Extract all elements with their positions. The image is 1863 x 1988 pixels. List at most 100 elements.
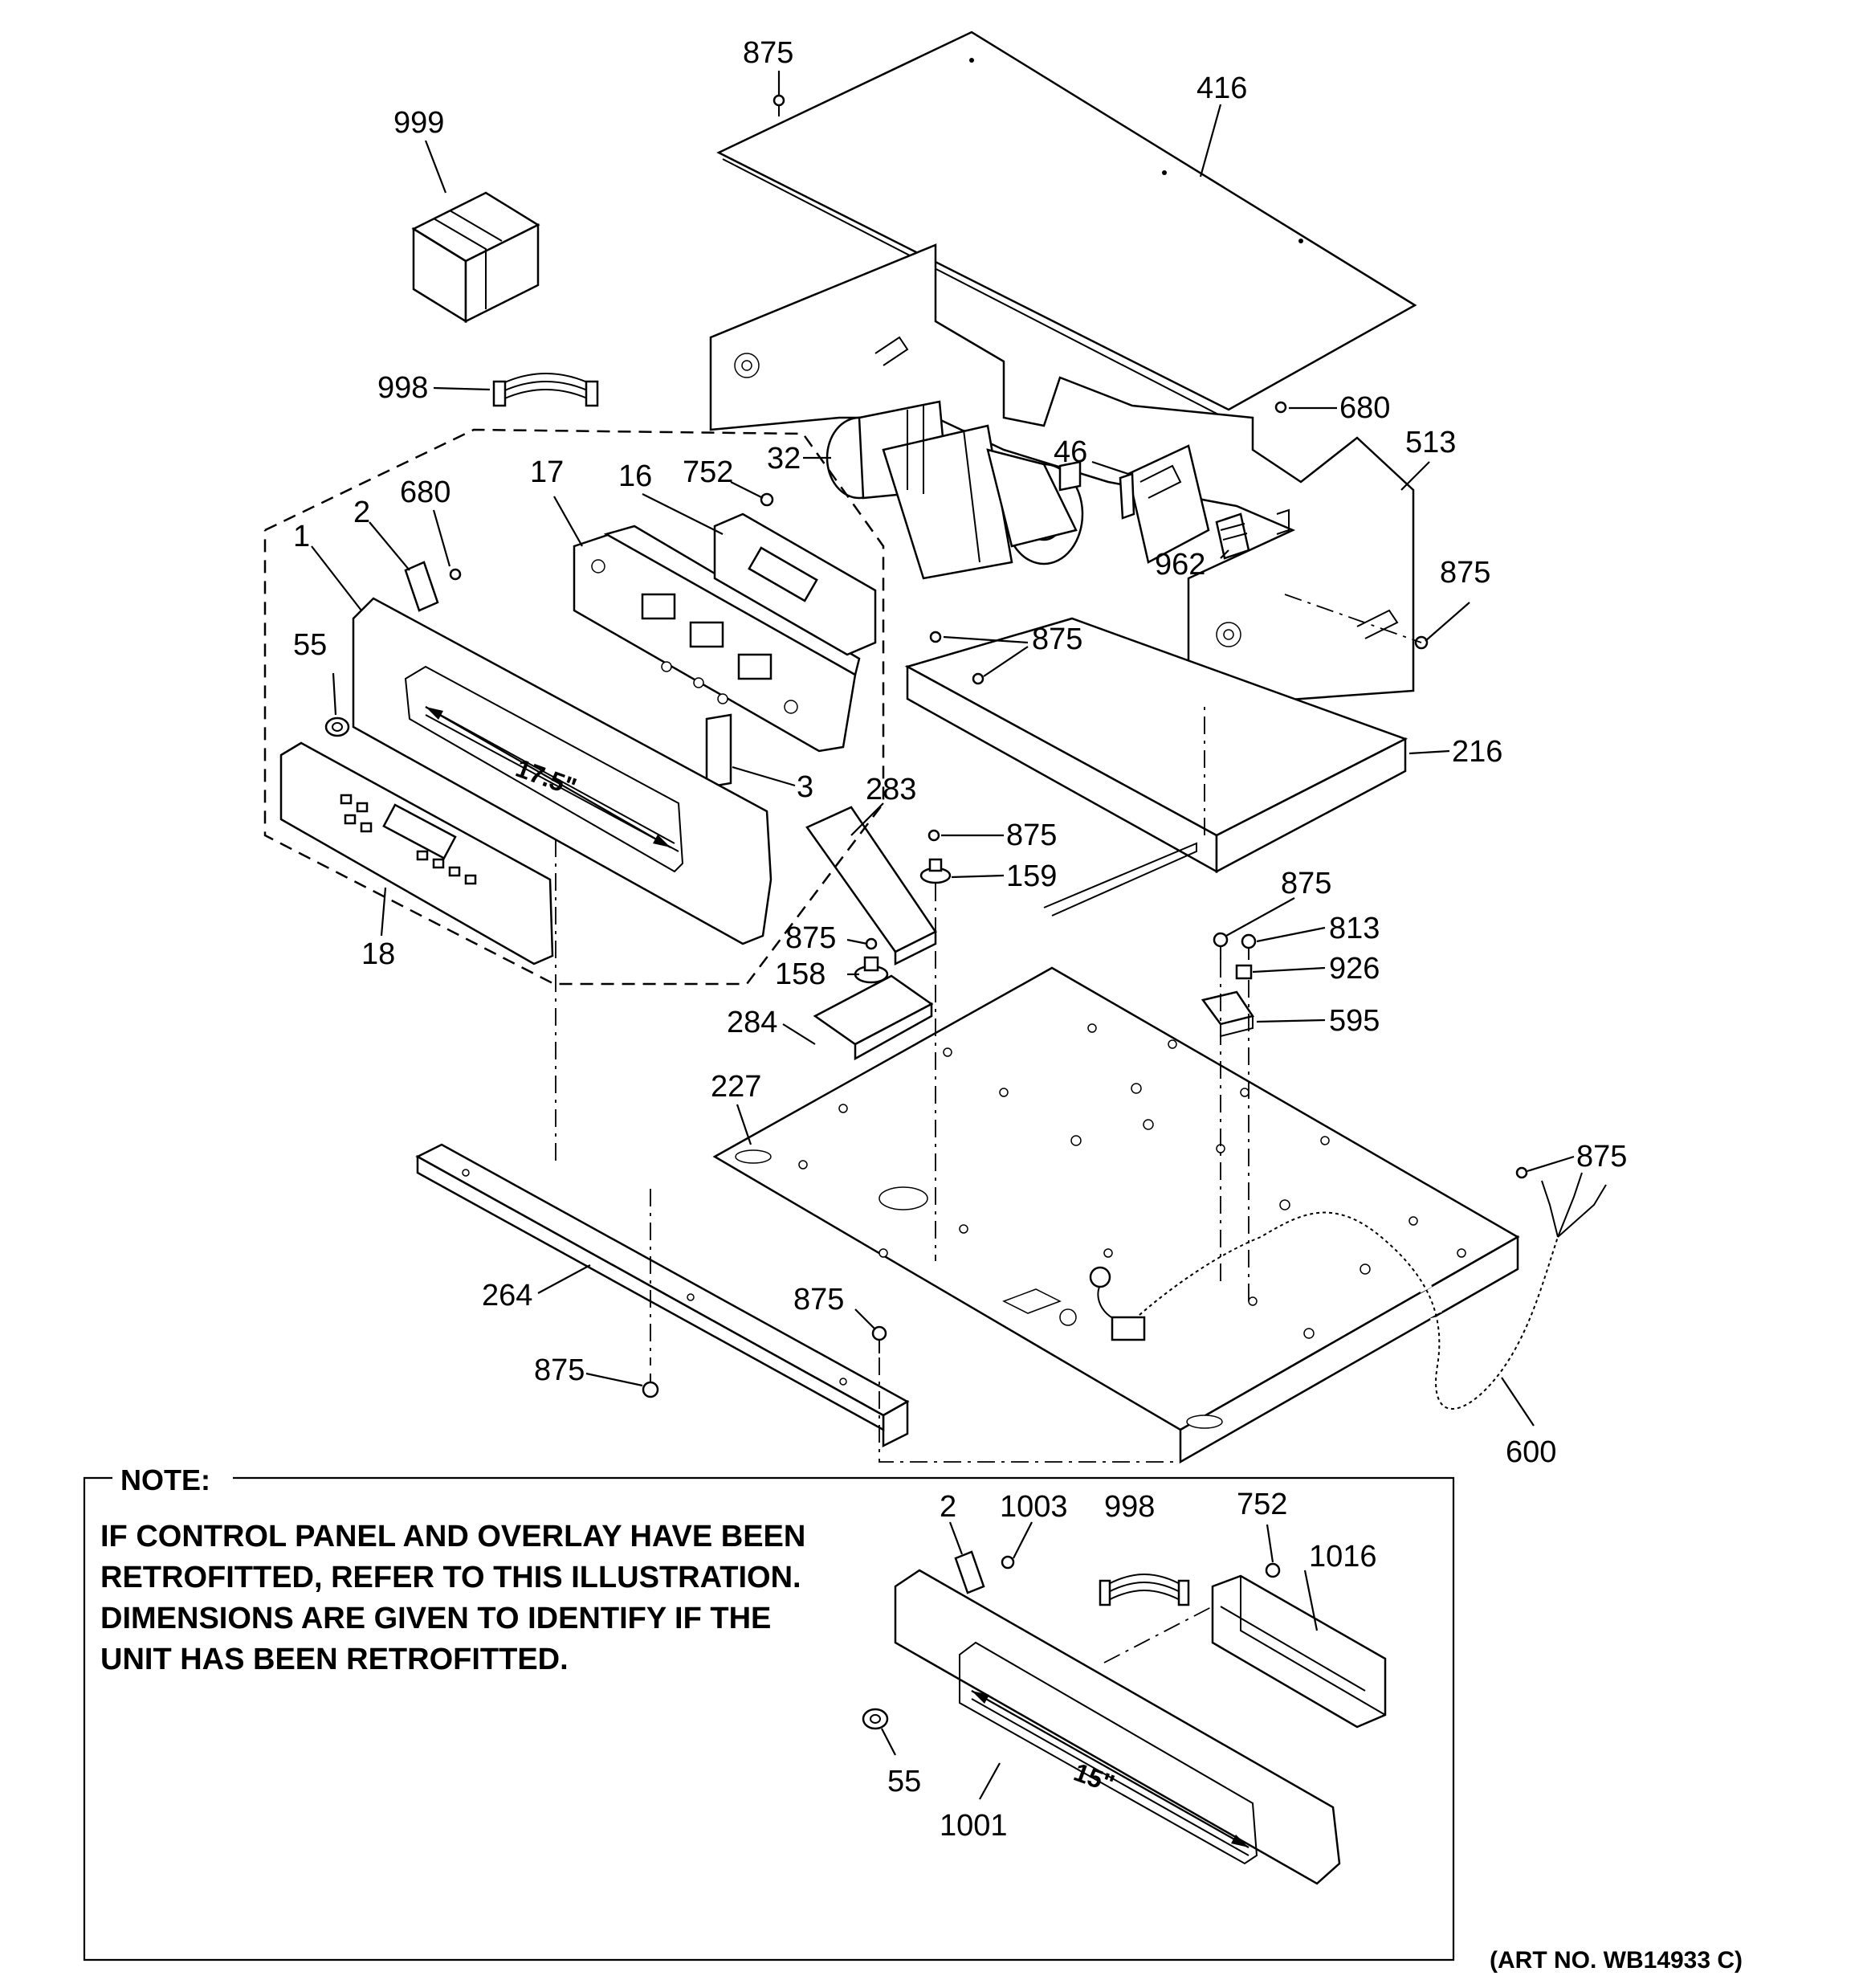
screw-875-mid-b — [972, 672, 984, 685]
thermostat-158 — [854, 956, 889, 984]
label-264: 264 — [482, 1279, 532, 1312]
label-retrofit-752: 752 — [1237, 1488, 1287, 1521]
label-1: 1 — [293, 520, 310, 553]
label-retrofit-1001: 1001 — [940, 1809, 1008, 1843]
label-875-right: 875 — [1440, 556, 1490, 590]
retrofit-grommet-55 — [862, 1708, 889, 1730]
leader-lines — [311, 71, 1575, 1427]
label-875-mid: 875 — [1032, 623, 1082, 656]
bracket-2 — [404, 561, 439, 612]
label-416: 416 — [1196, 71, 1247, 105]
screw-680-right — [1274, 401, 1287, 414]
align-line-h — [879, 1357, 1180, 1463]
label-926: 926 — [1329, 952, 1380, 986]
label-16: 16 — [618, 459, 652, 493]
top-panel-416 — [716, 31, 1417, 418]
control-panel-1 — [352, 597, 773, 945]
thermostat-159 — [919, 858, 952, 884]
screw-680-left — [449, 568, 462, 581]
connector-962 — [1215, 512, 1250, 560]
label-2: 2 — [353, 496, 370, 529]
screw-875-158 — [865, 937, 878, 950]
note-line-4: UNIT HAS BEEN RETROFITTED. — [100, 1643, 569, 1676]
note-line-1: IF CONTROL PANEL AND OVERLAY HAVE BEEN — [100, 1520, 805, 1553]
dimension-main-panel — [425, 706, 671, 848]
label-875-bracket: 875 — [793, 1283, 844, 1316]
retrofit-bracket-2 — [954, 1550, 985, 1594]
note-line-2: RETROFITTED, REFER TO THIS ILLUSTRATION. — [100, 1561, 801, 1594]
note-line-3: DIMENSIONS ARE GIVEN TO IDENTIFY IF THE — [100, 1602, 771, 1635]
align-line-g — [1284, 594, 1422, 643]
parts-box-999 — [411, 191, 540, 324]
label-875-bottom: 875 — [534, 1353, 585, 1387]
label-retrofit-55: 55 — [887, 1765, 921, 1798]
label-680-right: 680 — [1339, 391, 1390, 425]
control-board-17 — [573, 525, 861, 753]
relay-board-46 — [1119, 444, 1210, 564]
retrofit-leaders — [881, 1521, 1319, 1800]
label-18: 18 — [361, 937, 395, 971]
label-32: 32 — [767, 442, 801, 476]
label-227: 227 — [711, 1070, 761, 1104]
label-875-159: 875 — [1006, 818, 1057, 852]
label-600: 600 — [1506, 1435, 1556, 1469]
screw-875-813-a — [1213, 932, 1229, 960]
label-962: 962 — [1155, 548, 1205, 582]
label-3: 3 — [797, 770, 813, 804]
label-retrofit-1003: 1003 — [1000, 1490, 1068, 1524]
nut-926 — [1235, 964, 1253, 980]
label-998: 998 — [377, 371, 428, 405]
label-retrofit-998: 998 — [1104, 1490, 1155, 1524]
label-216: 216 — [1452, 735, 1502, 769]
label-752: 752 — [683, 455, 733, 489]
label-17: 17 — [530, 455, 564, 489]
retrofit-align-line — [1103, 1606, 1213, 1663]
label-55: 55 — [293, 628, 327, 662]
clamp-595 — [1201, 990, 1255, 1038]
wire-harness-600 — [1089, 1172, 1607, 1415]
screw-813 — [1241, 933, 1257, 960]
label-595: 595 — [1329, 1004, 1380, 1038]
label-retrofit-1016: 1016 — [1309, 1540, 1377, 1574]
blower-assembly-32 — [826, 400, 1084, 580]
retrofit-screw-752 — [1265, 1562, 1281, 1578]
label-875-lowright: 875 — [1576, 1140, 1627, 1174]
label-158: 158 — [775, 957, 826, 991]
shelf-216 — [904, 617, 1408, 916]
label-284: 284 — [727, 1006, 777, 1039]
screw-875-lowright — [1515, 1166, 1528, 1179]
side-frame-513 — [709, 243, 1415, 708]
label-retrofit-2: 2 — [940, 1490, 956, 1524]
label-999: 999 — [393, 106, 444, 140]
grommet-55 — [324, 716, 350, 737]
screw-875-bracket — [871, 1325, 887, 1353]
overlay-18 — [279, 741, 554, 965]
retrofit-control-1016 — [1211, 1574, 1387, 1729]
screw-875-mid-a — [929, 631, 942, 643]
label-283: 283 — [866, 773, 916, 806]
label-513: 513 — [1405, 426, 1456, 459]
note-title: NOTE: — [120, 1463, 210, 1496]
retrofit-screw-1003 — [1001, 1555, 1015, 1570]
screw-875-bottom — [642, 1374, 659, 1398]
label-813: 813 — [1329, 912, 1380, 945]
bracket-3 — [705, 713, 732, 789]
control-assembly-group — [263, 428, 885, 986]
label-875-158: 875 — [785, 921, 836, 955]
screw-875-top — [773, 94, 785, 116]
bracket-284 — [813, 974, 934, 1061]
label-875-813: 875 — [1281, 867, 1331, 900]
retrofit-ribbon-998 — [1099, 1574, 1190, 1606]
screw-752 — [760, 492, 774, 507]
art-number: (ART NO. WB14933 C) — [1490, 1947, 1743, 1974]
label-159: 159 — [1006, 859, 1057, 893]
label-46: 46 — [1054, 435, 1087, 469]
label-875-top: 875 — [743, 36, 793, 70]
retrofit-note-box — [83, 1476, 1455, 1961]
display-board-16 — [713, 512, 877, 656]
screw-875-159 — [927, 829, 940, 842]
label-680-left: 680 — [400, 476, 450, 509]
retrofit-panel-1001 — [894, 1569, 1341, 1885]
ribbon-cable-998 — [492, 373, 599, 407]
